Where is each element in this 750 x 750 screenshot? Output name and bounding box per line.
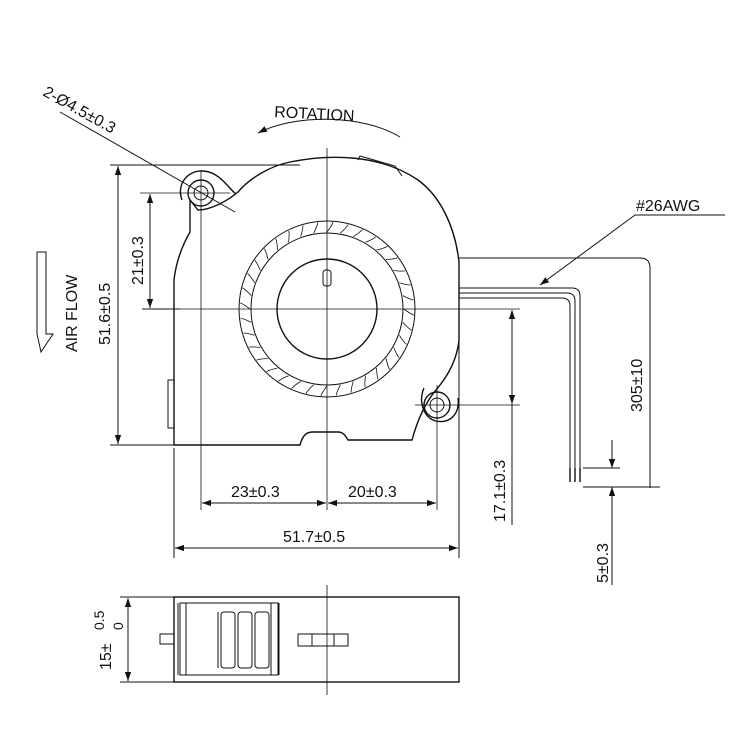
impeller-blade — [393, 347, 400, 358]
dim-15-tol-lower: 0 — [110, 622, 126, 630]
side-frame-right — [270, 603, 280, 675]
dim-5-label: 5±0.3 — [595, 543, 612, 583]
outlet-notch — [357, 155, 403, 177]
impeller-blade — [385, 257, 398, 260]
impeller-blade — [264, 248, 269, 260]
dim-20-label: 20±0.3 — [348, 484, 397, 501]
side-frame-left — [177, 603, 187, 675]
side-view: 15± 0.5 0 — [91, 585, 460, 695]
impeller-blade — [300, 225, 304, 237]
impeller-blade — [248, 346, 261, 348]
front-view — [140, 148, 651, 510]
impeller-blade — [291, 381, 301, 389]
impeller-blade — [353, 229, 363, 237]
dim-516-label: 51.6±0.5 — [97, 283, 114, 345]
impeller-blade — [313, 222, 319, 234]
awg-label: #26AWG — [636, 198, 700, 215]
side-wire-exit — [297, 633, 349, 647]
impeller-blade — [403, 308, 414, 316]
impeller-blade — [240, 317, 252, 323]
wire-3 — [459, 297, 571, 480]
impeller-blade — [376, 246, 388, 251]
impeller-blade — [247, 273, 255, 283]
awg-leader — [539, 214, 636, 286]
impeller-blade — [326, 222, 334, 233]
wire-2 — [459, 292, 576, 480]
impeller-blade — [393, 270, 406, 272]
rotation-arrow — [257, 118, 401, 138]
dim-21-label: 21±0.3 — [130, 236, 147, 285]
dim-171-label: 17.1±0.3 — [492, 460, 509, 522]
impeller-blade — [243, 332, 255, 336]
dim-15-tol-upper: 0.5 — [91, 610, 107, 630]
impeller-blade — [376, 367, 379, 380]
rotation-label: ROTATION — [274, 104, 355, 125]
upper-ear — [179, 170, 237, 201]
impeller-blade — [350, 381, 354, 393]
side-step — [167, 379, 174, 429]
impeller-blade — [365, 236, 376, 243]
lower-ear — [420, 387, 459, 423]
housing-outline — [173, 156, 460, 446]
impeller-blade — [385, 358, 390, 370]
side-slot-2 — [237, 611, 253, 669]
side-tab-left — [159, 633, 174, 645]
air-flow-arrow — [36, 251, 54, 354]
impeller-blade — [340, 224, 349, 234]
side-slot-1 — [220, 611, 236, 669]
impeller-blade — [402, 295, 414, 301]
side-body — [173, 596, 460, 683]
side-recess — [179, 602, 279, 676]
hole-leader — [59, 111, 236, 213]
impeller-blade — [288, 230, 290, 243]
impeller-blade — [278, 375, 289, 382]
side-slot-3 — [254, 611, 270, 669]
dim-517-label: 51.7±0.5 — [283, 529, 345, 546]
impeller-blade — [242, 287, 252, 296]
impeller-blade — [266, 367, 278, 372]
impeller-blades — [240, 222, 414, 396]
impeller-blade — [399, 282, 411, 286]
impeller-blade — [240, 302, 251, 310]
impeller-blade — [335, 384, 341, 396]
dim-23-label: 23±0.3 — [231, 484, 280, 501]
dimensions: 2-Ø4.5±0.3 ROTATION AIR FLOW 21±0.3 51.6… — [36, 84, 725, 585]
dim-305-label: 305±10 — [629, 359, 646, 412]
dim-15-label: 15± — [98, 643, 115, 670]
impeller-blade — [305, 384, 314, 394]
impeller-blade — [320, 385, 328, 396]
impeller-blade — [399, 335, 407, 345]
lead-reference — [459, 257, 651, 488]
impeller-blade — [275, 238, 278, 251]
impeller-blade — [254, 260, 261, 271]
hole-spec-label: 2-Ø4.5±0.3 — [40, 84, 118, 138]
impeller-blade — [364, 375, 366, 388]
impeller-blade — [402, 322, 412, 331]
impeller-blade — [256, 358, 269, 361]
air-flow-label: AIR FLOW — [64, 274, 81, 352]
wire-1 — [459, 287, 581, 480]
